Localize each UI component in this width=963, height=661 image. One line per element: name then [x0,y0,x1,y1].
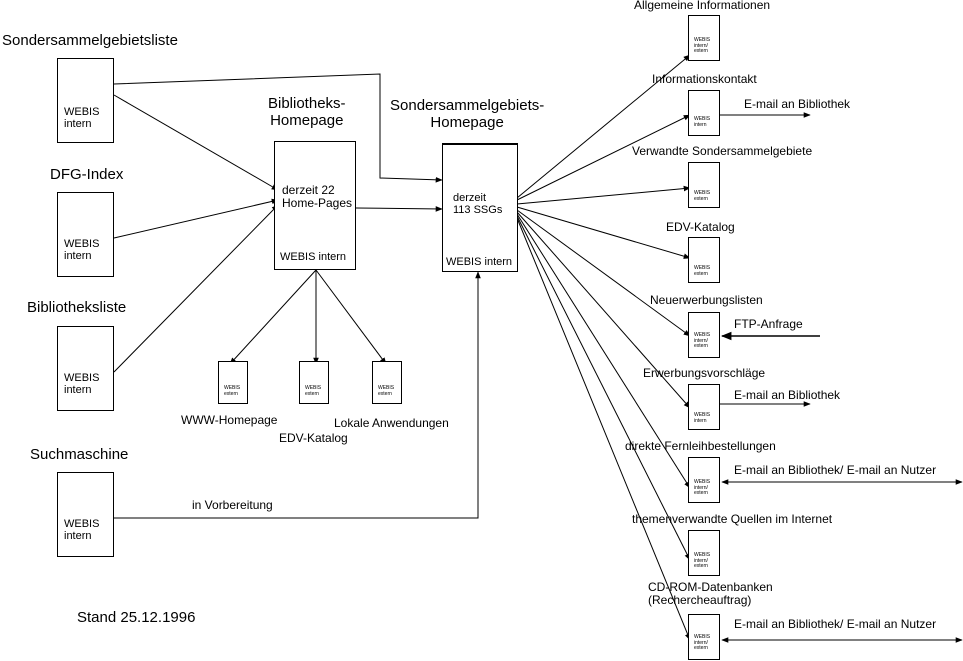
bib-child-box-www-text: WEBIS extern [224,385,241,397]
connector-bib-to-lokal [315,269,387,365]
ssg-child-box-cdrom-text: WEBIS intern/ extern [694,634,711,651]
ssg-child-box-verwandte-text: WEBIS extern [694,190,711,202]
source-box-such-text: WEBIS intern [64,518,100,542]
bib-child-box-www: WEBIS extern [218,361,248,404]
ssg-child-label-allgemein: Allgemeine Informationen [634,0,771,12]
source-box-dfg: WEBIS intern [57,192,114,277]
connector-ssg-to-neuerwerb [516,209,691,337]
connector-ssg-to-cdrom [516,217,691,641]
ssg-homepage-count: derzeit 113 SSGs [453,192,503,216]
ssg-child-label-fernleih: direkte Fernleihbestellungen [625,439,776,453]
connector-ssgliste-to-bib [113,94,279,191]
connector-ssg-to-fernleih [516,213,691,489]
connector-bib-to-ssg [355,206,443,212]
bib-child-label-edv: EDV-Katalog [279,431,348,445]
connector-ssg-to-edv [516,206,691,259]
ssg-child-box-verwandte: WEBIS extern [688,162,720,208]
bib-homepage-count: derzeit 22 Home-Pages [282,183,353,210]
connector-bibliste-to-bib [113,204,279,373]
connector-such-to-ssg [114,271,481,519]
ssg-child-box-fernleih-text: WEBIS intern/ extern [694,479,711,496]
source-title-bibliste: Bibliotheksliste [27,299,127,316]
source-box-ssgliste-text: WEBIS intern [64,106,100,130]
ssg-child-note-cdrom: E-mail an Bibliothek/ E-mail an Nutzer [734,617,937,631]
connector-ssg-to-infokontakt [516,114,691,201]
ssg-child-box-neuerwerb: WEBIS intern/ extern [688,312,720,358]
ssg-child-box-cdrom: WEBIS intern/ extern [688,614,720,660]
bib-child-box-lokal-text: WEBIS extern [378,385,395,397]
ssg-child-box-neuerwerb-text: WEBIS intern/ extern [694,332,711,349]
connector-ssg-to-allgemein [516,54,691,199]
ssg-child-box-allgemein: WEBIS intern/ extern [688,15,720,61]
ssg-child-box-edv: WEBIS extern [688,237,720,283]
bib-child-label-www: WWW-Homepage [181,413,278,427]
bib-homepage-footer: WEBIS intern [280,251,347,263]
ssg-child-box-fernleih: WEBIS intern/ extern [688,457,720,503]
ssg-child-box-themen: WEBIS intern/ extern [688,530,720,576]
ssg-child-label-verwandte: Verwandte Sondersammelgebiete [632,144,813,158]
bib-child-box-edv-text: WEBIS extern [305,385,322,397]
source-box-bibliste: WEBIS intern [57,326,114,411]
source-title-dfg: DFG-Index [50,166,124,183]
source-box-dfg-text: WEBIS intern [64,238,100,262]
vorbereitung-label: in Vorbereitung [192,498,273,512]
ssg-child-label-themen: themenverwandte Quellen im Internet [632,512,833,526]
ssg-homepage-box: derzeit 113 SSGs WEBIS intern [442,143,518,272]
ssg-child-note-fernleih: E-mail an Bibliothek/ E-mail an Nutzer [734,463,937,477]
ssg-child-box-themen-text: WEBIS intern/ extern [694,552,711,569]
ssg-fanout [516,54,691,641]
bib-child-label-lokal: Lokale Anwendungen [334,416,449,430]
source-title-ssgliste: Sondersammelgebietsliste [2,32,178,49]
ssg-child-label-erwerbvor: Erwerbungsvorschläge [643,366,766,380]
ssg-child-label-infokontakt: Informationskontakt [652,72,757,86]
ssg-child-box-edv-text: WEBIS extern [694,265,711,277]
ssg-child-box-erwerbvor: WEBIS intern [688,384,720,430]
bib-child-box-edv: WEBIS extern [299,361,329,404]
bib-homepage-title: Bibliotheks- Homepage [268,95,346,129]
stand-date: Stand 25.12.1996 [77,609,196,626]
ssg-homepage-title: Sondersammelgebiets- Homepage [390,97,545,131]
ssg-child-box-allgemein-text: WEBIS intern/ extern [694,37,711,54]
ssg-child-note-erwerbvor: E-mail an Bibliothek [734,388,841,402]
connector-dfg-to-bib [113,198,279,239]
source-title-such: Suchmaschine [30,446,129,463]
connector-ssg-to-themen [516,215,691,561]
source-box-bibliste-text: WEBIS intern [64,372,100,396]
connector-ssg-to-erwerbvor [516,211,691,409]
connector-ssgliste-to-ssg [113,73,443,183]
ssg-child-label-cdrom: CD-ROM-Datenbanken (Rechercheauftrag) [648,580,773,607]
ssg-child-note-infokontakt: E-mail an Bibliothek [744,97,851,111]
ssg-child-label-neuerwerb: Neuerwerbungslisten [650,293,763,307]
connector-bib-to-www [229,269,317,365]
bib-homepage-box: derzeit 22 Home-Pages WEBIS intern [274,141,356,270]
bib-child-box-lokal: WEBIS extern [372,361,402,404]
ssg-child-box-erwerbvor-text: WEBIS intern [694,412,711,424]
ssg-homepage-footer: WEBIS intern [446,256,513,268]
ssg-child-box-infokontakt: WEBIS intern [688,90,720,136]
source-box-ssgliste: WEBIS intern [57,58,114,143]
source-box-such: WEBIS intern [57,472,114,557]
ssg-child-note-neuerwerb: FTP-Anfrage [734,317,803,331]
ssg-child-box-infokontakt-text: WEBIS intern [694,116,711,128]
ssg-child-label-edv: EDV-Katalog [666,220,735,234]
connector-ssg-to-verwandte [516,185,691,205]
